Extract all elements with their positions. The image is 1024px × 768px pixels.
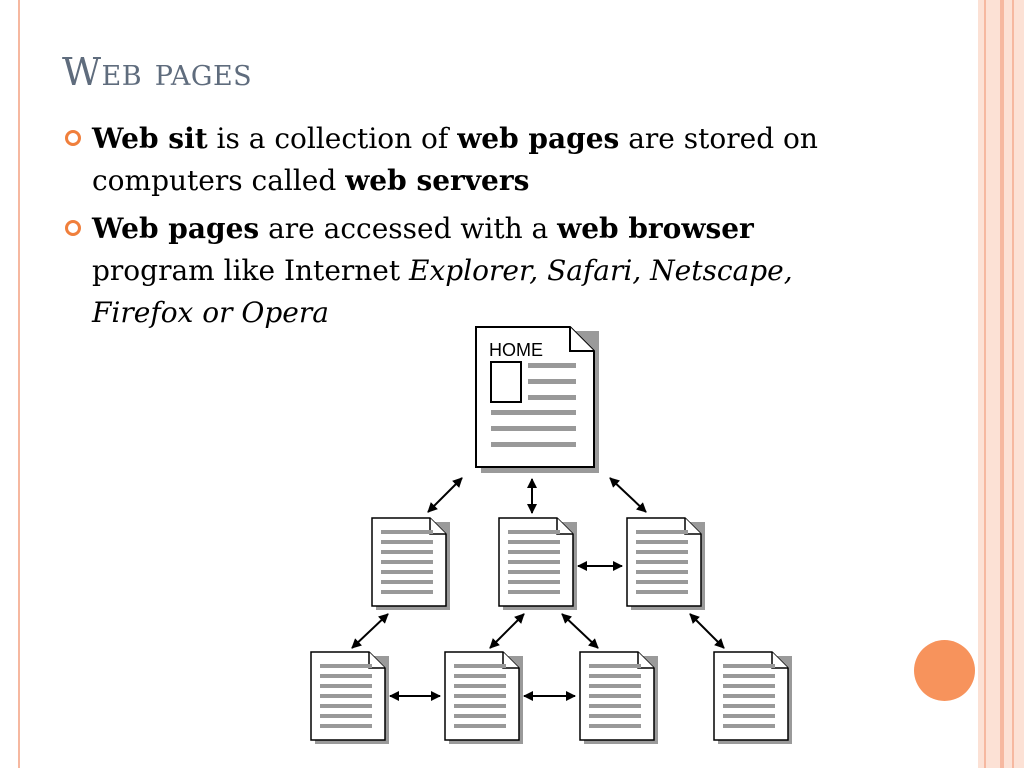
page-icon — [498, 517, 577, 610]
bullet-text: are accessed with a — [259, 212, 558, 245]
bullet-text: is a collection of — [207, 122, 458, 155]
frame-right-line — [984, 0, 986, 768]
arrow — [561, 613, 599, 649]
web-pages-diagram: HOME — [310, 326, 792, 744]
page-icon — [444, 651, 523, 744]
arrow — [427, 477, 463, 513]
frame-right-line — [1000, 0, 1004, 768]
term-web-browser: web browser — [557, 212, 754, 245]
term-web-servers: web servers — [345, 164, 530, 197]
decorative-orb — [914, 640, 975, 701]
page-icon — [310, 651, 389, 744]
bullet-item: Web pages are accessed with a web browse… — [62, 208, 882, 334]
term-web-sit: Web sit — [92, 122, 208, 155]
bullet-list: Web sit is a collection of web pages are… — [62, 118, 882, 340]
page-icon — [626, 517, 705, 610]
bullet-item: Web sit is a collection of web pages are… — [62, 118, 882, 202]
slide-title: Web pages — [62, 50, 253, 94]
link-arrows — [351, 477, 725, 701]
arrow — [689, 613, 725, 649]
bullet-text: are stored on computers called — [92, 122, 818, 197]
page-icon — [371, 517, 450, 610]
arrow — [351, 613, 389, 649]
page-icon — [713, 651, 792, 744]
bullet-circle-icon — [65, 130, 81, 146]
term-web-pages: Web pages — [92, 212, 260, 245]
home-page-icon: HOME — [475, 326, 599, 473]
bullet-circle-icon — [65, 220, 81, 236]
home-label: HOME — [489, 340, 543, 360]
bullet-text: program like Internet — [92, 254, 410, 287]
frame-left-line — [18, 0, 20, 768]
frame-right-line — [1012, 0, 1014, 768]
arrow — [489, 613, 525, 649]
term-web-pages: web pages — [457, 122, 620, 155]
page-icon — [579, 651, 658, 744]
arrow — [609, 477, 647, 513]
browser-list: Explorer, Safari, Netscape, Firefox or O… — [92, 254, 793, 329]
